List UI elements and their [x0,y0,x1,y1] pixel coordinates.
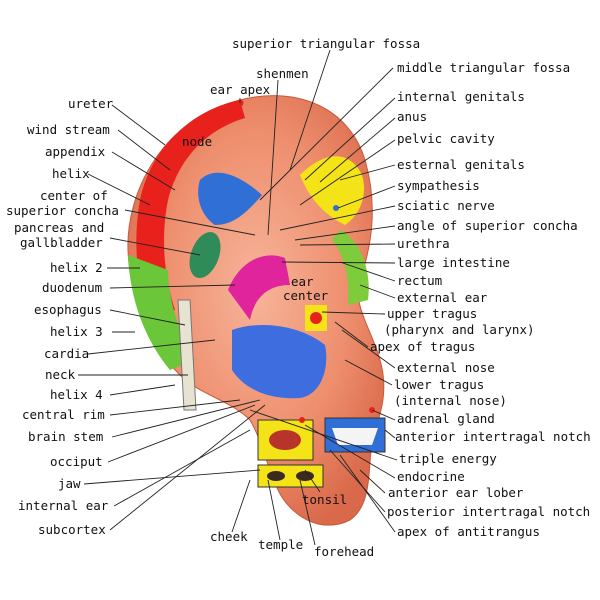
label-tonsil: tonsil [302,492,347,507]
leader-lines [78,49,398,546]
label-large-intestine: large intestine [397,255,510,270]
label-central-rim: central rim [22,407,105,422]
concha-zone [228,255,290,320]
label-anus: anus [397,109,427,124]
label-apex-of-tragus: apex of tragus [370,339,475,354]
triangular-fossa-zone [198,172,262,225]
label-helix-3: helix 3 [50,324,103,339]
label-center-of: center of [40,188,108,203]
lobe-box-eyes [257,464,324,488]
genital-zone [300,156,365,225]
label-pancreas-and: pancreas and [14,220,104,235]
tragus-point [310,312,322,324]
helix-3-zone [128,255,195,370]
labels-bottom: cheek temple forehead tonsil [210,492,374,559]
label-external-ear: external ear [397,290,488,305]
label-appendix: appendix [45,144,106,159]
label-center: center [283,288,329,303]
label-duodenum: duodenum [42,280,102,295]
label-apex-of-antitrangus: apex of antitrangus [397,524,540,539]
label-urethra: urethra [397,236,450,251]
label-internal-ear: internal ear [18,498,109,513]
label-brain-stem: brain stem [28,429,103,444]
label-occiput: occiput [50,454,103,469]
labels-right: middle triangular fossa internal genital… [370,60,591,539]
label-ureter: ureter [68,96,114,111]
label-anterior-intertragal-notch: anterior intertragal notch [395,429,591,444]
label-wind-stream: wind stream [27,122,110,137]
label-internal-nose: (internal nose) [394,393,507,408]
tongue-icon [269,430,301,450]
ear-illustration [127,95,386,526]
helix-zone [136,100,245,320]
label-anterior-ear-lober: anterior ear lober [388,485,524,500]
label-subcortex: subcortex [38,522,106,537]
labels-top: superior triangular fossa shenmen ear ap… [210,36,420,97]
label-sciatic-nerve: sciatic nerve [397,198,495,213]
label-angle-of-superior-concha: angle of superior concha [397,218,578,233]
label-superior-triangular-fossa: superior triangular fossa [232,36,420,51]
labels-inner: node ear center [182,134,329,303]
labels-left: ureter wind stream appendix helix center… [6,96,119,537]
point-endocrine [299,417,305,423]
eye-icon-left [267,471,285,481]
label-cardia: cardia [44,346,89,361]
label-posterior-intertragal-notch: posterior intertragal notch [387,504,590,519]
label-esternal-genitals: esternal genitals [397,157,525,172]
label-helix-4: helix 4 [50,387,103,402]
label-pelvic-cavity: pelvic cavity [397,131,495,146]
teeth-icon [332,428,378,445]
external-ear-zone [332,230,369,305]
label-node: node [182,134,212,149]
label-esophagus: esophagus [34,302,102,317]
eye-icon-right [296,471,314,481]
label-cheek: cheek [210,529,248,544]
label-ear-apex: ear apex [210,82,271,97]
label-internal-genitals: internal genitals [397,89,525,104]
label-rectum: rectum [397,273,442,288]
label-shenmen: shenmen [256,66,309,81]
pancreas-icon [189,231,221,279]
label-sympathesis: sympathesis [397,178,480,193]
label-triple-energy: triple energy [399,451,497,466]
label-pharynx-and-larynx: (pharynx and larynx) [384,322,535,337]
label-middle-triangular-fossa: middle triangular fossa [397,60,570,75]
label-upper-tragus: upper tragus [387,306,477,321]
label-helix-2: helix 2 [50,260,103,275]
label-endocrine: endocrine [397,469,465,484]
label-ear: ear [291,274,314,289]
label-neck: neck [45,367,76,382]
label-jaw: jaw [58,476,81,491]
label-adrenal-gland: adrenal gland [397,411,495,426]
label-helix: helix [52,166,90,181]
label-superior-concha: superior concha [6,203,119,218]
cavum-concha-zone [232,325,327,399]
label-forehead: forehead [314,544,374,559]
spine-icon [177,299,197,411]
label-temple: temple [258,537,303,552]
point-triple-energy [333,205,339,211]
label-lower-tragus: lower tragus [394,377,484,392]
label-gallbladder: gallbladder [20,235,103,250]
label-external-nose: external nose [397,360,495,375]
